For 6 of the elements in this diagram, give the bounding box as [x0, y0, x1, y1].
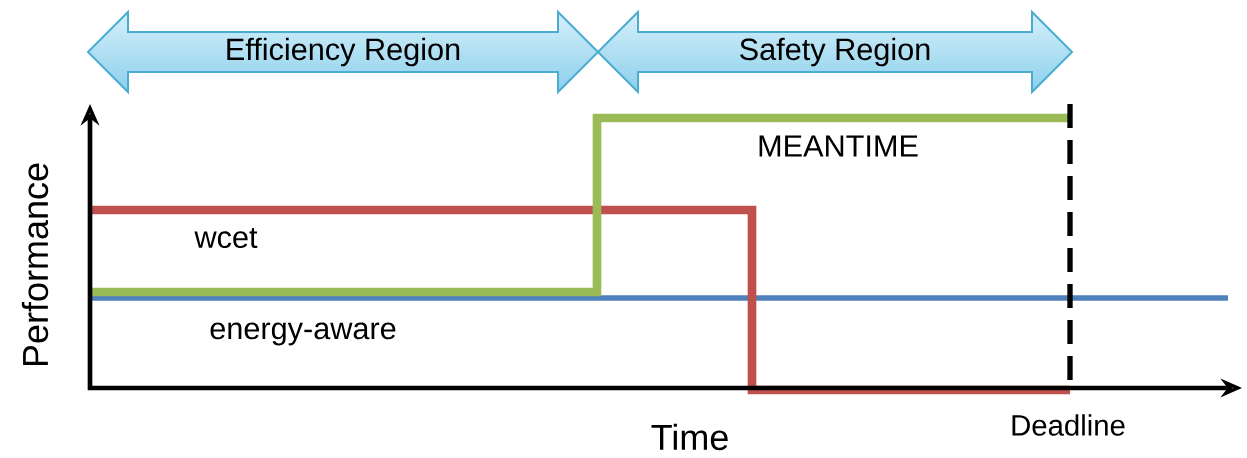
line-label: MEANTIME: [759, 135, 918, 157]
line-label: energy-aware: [210, 322, 396, 346]
axis-label: Performance: [21, 163, 49, 366]
deadline-label: Deadline: [1012, 414, 1125, 436]
axis-label: Time: [651, 423, 728, 451]
line-label: wcet: [194, 227, 258, 249]
